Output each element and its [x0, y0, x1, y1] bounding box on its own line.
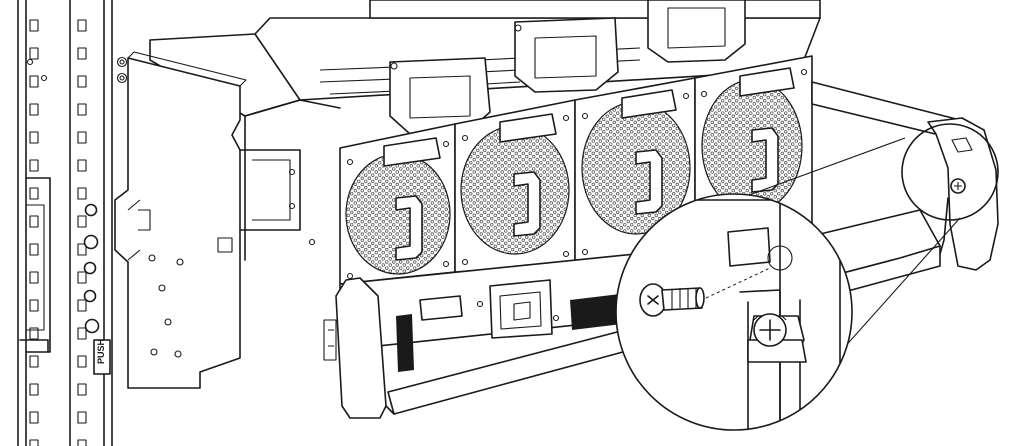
rack-hole — [29, 19, 39, 32]
rack-hole — [77, 159, 87, 172]
rack-hole — [29, 159, 39, 172]
rack-rail — [17, 0, 113, 446]
rack-hole — [29, 103, 39, 116]
rack-hole — [77, 75, 87, 88]
rack-hole — [77, 187, 87, 200]
rack-hole — [77, 299, 87, 312]
rack-hole — [77, 271, 87, 284]
fan-module-2 — [454, 99, 576, 273]
rack-hole — [29, 271, 39, 284]
rack-hole — [29, 355, 39, 368]
rack-screws — [83, 56, 128, 334]
rack-hole — [77, 383, 87, 396]
rack-hole — [77, 47, 87, 60]
rack-hole — [29, 299, 39, 312]
rack-hole — [77, 19, 87, 32]
rack-hole — [29, 187, 39, 200]
rack-hole — [29, 243, 39, 256]
rack-hole — [29, 411, 39, 424]
rack-hole — [29, 131, 39, 144]
drive-handles — [389, 0, 746, 135]
rack-hole — [77, 327, 87, 340]
rack-hole — [77, 243, 87, 256]
rack-hole — [29, 215, 39, 228]
rack-hole — [29, 439, 39, 446]
mounting-bracket — [114, 51, 316, 389]
rack-hole — [29, 327, 39, 340]
rack-hole — [77, 355, 87, 368]
fan-module-1 — [339, 123, 456, 285]
rack-hole — [29, 383, 39, 396]
svg-text:PUSH: PUSH — [96, 339, 106, 364]
zoom-callout — [615, 193, 853, 431]
rack-hole — [29, 75, 39, 88]
rack-hole — [29, 47, 39, 60]
rack-hole — [77, 439, 87, 446]
rack-holes — [29, 19, 87, 446]
push-label-tab: PUSH — [93, 339, 111, 375]
screw-icon — [639, 283, 705, 317]
rack-hole — [77, 103, 87, 116]
rack-hole — [77, 215, 87, 228]
callout-source — [901, 123, 999, 221]
handle-end-right — [927, 117, 999, 271]
rack-hole — [77, 131, 87, 144]
rack-hole — [77, 411, 87, 424]
